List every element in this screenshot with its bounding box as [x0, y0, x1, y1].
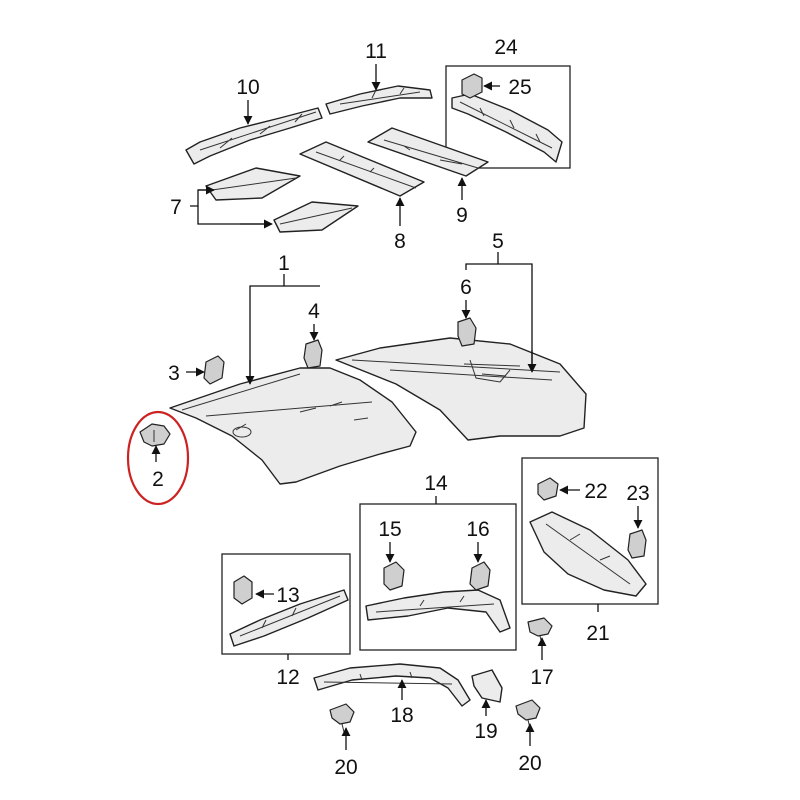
part-6-clip: [457, 317, 477, 347]
part-23-clip: [627, 529, 647, 559]
label-13: 13: [276, 584, 299, 607]
label-15: 15: [378, 518, 401, 541]
part-12-bracket: [229, 589, 349, 647]
part-2-clip: [139, 423, 171, 447]
label-11: 11: [365, 40, 387, 63]
part-24-rail: [451, 93, 563, 163]
label-14: 14: [424, 472, 448, 495]
part-19-plate: [471, 669, 503, 703]
part-5-headliner: [335, 337, 587, 441]
part-4-clip: [303, 339, 323, 369]
part-21-box: [521, 457, 659, 605]
label-3: 3: [168, 362, 180, 385]
part-8-panel: [299, 141, 425, 197]
label-22: 22: [584, 480, 607, 503]
part-7-pad-lower: [273, 201, 359, 233]
part-16-clip: [469, 561, 491, 591]
label-8: 8: [394, 230, 406, 253]
part-1-headliner: [169, 367, 417, 485]
part-9-panel: [367, 127, 489, 177]
label-23: 23: [626, 482, 649, 505]
part-20-screw-right: [515, 699, 541, 729]
part-21-bracket: [529, 511, 647, 597]
part-10-reinforcement: [185, 107, 323, 165]
part-3-clip: [203, 355, 225, 385]
label-18: 18: [390, 704, 413, 727]
part-17-screw: [527, 617, 553, 645]
label-16: 16: [466, 518, 489, 541]
label-5: 5: [492, 230, 504, 253]
label-9: 9: [456, 204, 468, 227]
part-22-clip: [537, 477, 559, 501]
part-12-box: [221, 553, 351, 655]
label-20-left: 20: [334, 756, 357, 779]
label-20-right: 20: [518, 752, 541, 775]
label-12: 12: [276, 666, 299, 689]
part-13-clip: [233, 575, 253, 605]
part-2-highlight-circle: [126, 410, 190, 506]
part-15-clip: [383, 561, 405, 591]
part-20-screw-left: [329, 703, 355, 733]
label-4: 4: [308, 300, 320, 323]
part-24-box: [445, 65, 571, 169]
label-24: 24: [494, 36, 518, 59]
label-17: 17: [530, 666, 553, 689]
part-7-pad-upper: [205, 167, 301, 201]
part-11-reinforcement: [325, 85, 433, 115]
callout-labels: 10 11 24 25 7 8 9 1 5 6 4 3 2 14 15 16 2…: [152, 36, 650, 779]
label-2: 2: [152, 468, 164, 491]
label-19: 19: [474, 720, 497, 743]
label-21: 21: [586, 622, 609, 645]
part-14-box: [359, 503, 517, 651]
label-6: 6: [460, 276, 472, 299]
label-25: 25: [508, 76, 531, 99]
label-10: 10: [236, 76, 259, 99]
part-25-clip: [461, 73, 483, 99]
label-1: 1: [278, 252, 290, 275]
part-18-strip: [313, 663, 471, 707]
label-7: 7: [170, 196, 182, 219]
leader-lines: [151, 64, 643, 750]
part-14-bracket: [365, 589, 511, 633]
